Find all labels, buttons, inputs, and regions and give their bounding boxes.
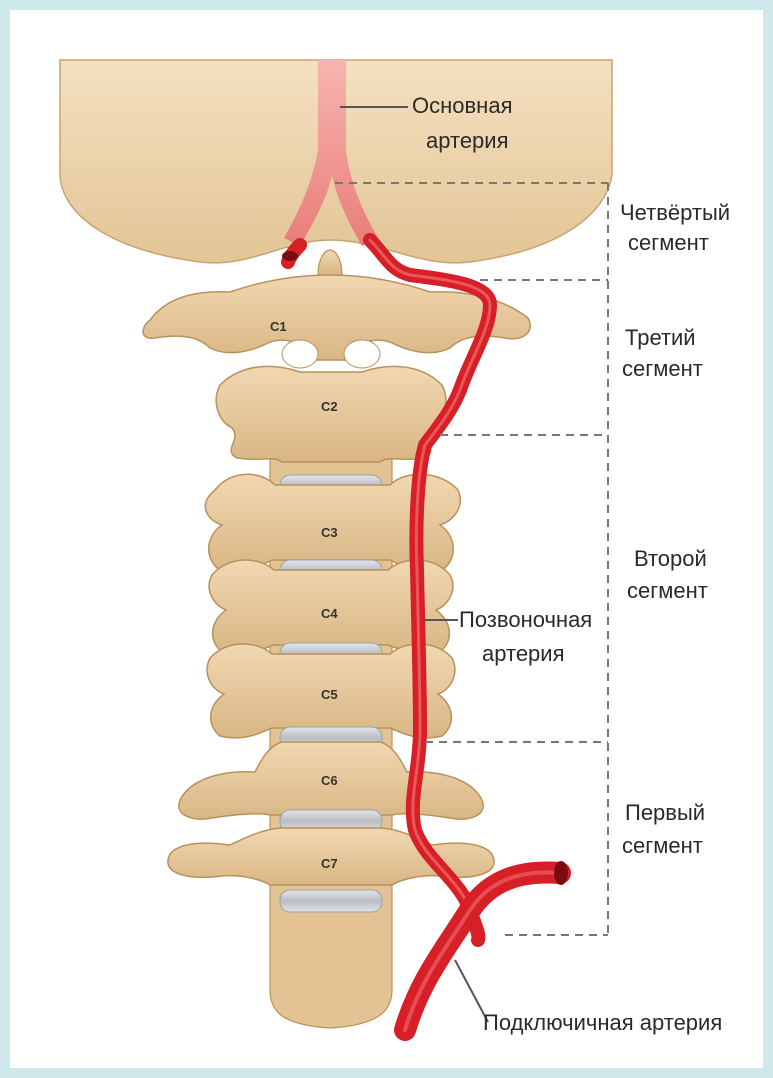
label-seg1-line1: Первый [625, 800, 705, 825]
vertebra-label-c5: C5 [321, 687, 338, 702]
label-vertebral-line1: Позвоночная [459, 607, 592, 632]
label-seg3-line1: Третий [625, 325, 696, 350]
vertebra-label-c1: C1 [270, 319, 287, 334]
label-seg4-line2: сегмент [628, 230, 709, 255]
label-basilar-line2: артерия [426, 128, 509, 153]
vertebra-label-c4: C4 [321, 606, 338, 621]
label-seg2-line1: Второй [634, 546, 707, 571]
vertebra-c2 [216, 366, 446, 462]
label-subclavian: Подключичная артерия [483, 1010, 722, 1035]
label-seg2-line2: сегмент [627, 578, 708, 603]
label-seg1-line2: сегмент [622, 833, 703, 858]
vertebra-label-c2: C2 [321, 399, 338, 414]
label-vertebral-line2: артерия [482, 641, 565, 666]
disc-c7-t1 [280, 890, 382, 912]
label-seg4-line1: Четвёртый [620, 200, 730, 225]
label-basilar-line1: Основная [412, 93, 512, 118]
vertebra-label-c7: C7 [321, 856, 338, 871]
vertebra-label-c3: C3 [321, 525, 338, 540]
vertebra-label-c6: C6 [321, 773, 338, 788]
label-seg3-line2: сегмент [622, 356, 703, 381]
